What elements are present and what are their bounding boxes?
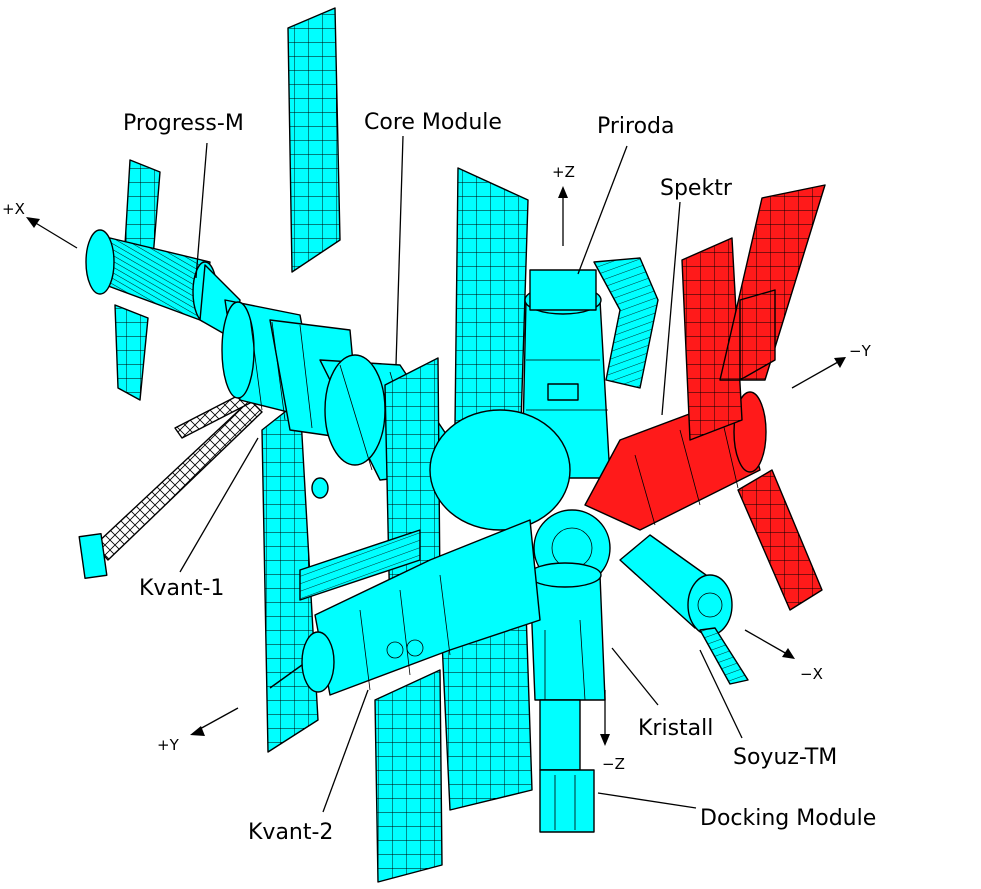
label-soyuz-tm: Soyuz-TM (733, 745, 837, 770)
leader-lines (179, 135, 743, 813)
axis-label-plus-x: +X (2, 200, 25, 218)
soyuz-tm-module (619, 534, 749, 685)
progress-solar-array (114, 159, 161, 401)
axis-arrows (26, 186, 846, 746)
label-kristall: Kristall (638, 716, 713, 741)
axis-label-minus-z: −Z (602, 755, 625, 773)
kristall-module (528, 562, 606, 771)
progress-m-module (85, 229, 241, 341)
docking-module-shape (539, 769, 595, 833)
plus-z-arrow (558, 186, 568, 246)
label-core-module: Core Module (364, 110, 502, 135)
plus-y-arrow (190, 707, 239, 736)
axis-label-plus-z: +Z (552, 163, 575, 181)
minus-z-arrow (600, 690, 610, 746)
label-progress-m: Progress-M (123, 111, 244, 136)
axis-label-minus-x: −X (800, 665, 823, 683)
label-spektr: Spektr (660, 176, 733, 201)
minus-x-arrow (744, 629, 795, 659)
axis-label-plus-y: +Y (157, 736, 180, 754)
label-docking-module: Docking Module (700, 806, 876, 831)
kvant-2-module (269, 519, 541, 696)
label-kvant-1: Kvant-1 (139, 576, 224, 601)
axis-label-minus-y: −Y (849, 342, 872, 360)
label-priroda: Priroda (597, 114, 675, 139)
label-kvant-2: Kvant-2 (248, 820, 333, 845)
spektr-solar-arrays (681, 184, 826, 611)
minus-y-arrow (791, 357, 846, 389)
plus-x-arrow (26, 217, 78, 249)
core-solar-array-upper (287, 7, 341, 273)
kvant1-truss-boom (78, 391, 263, 580)
